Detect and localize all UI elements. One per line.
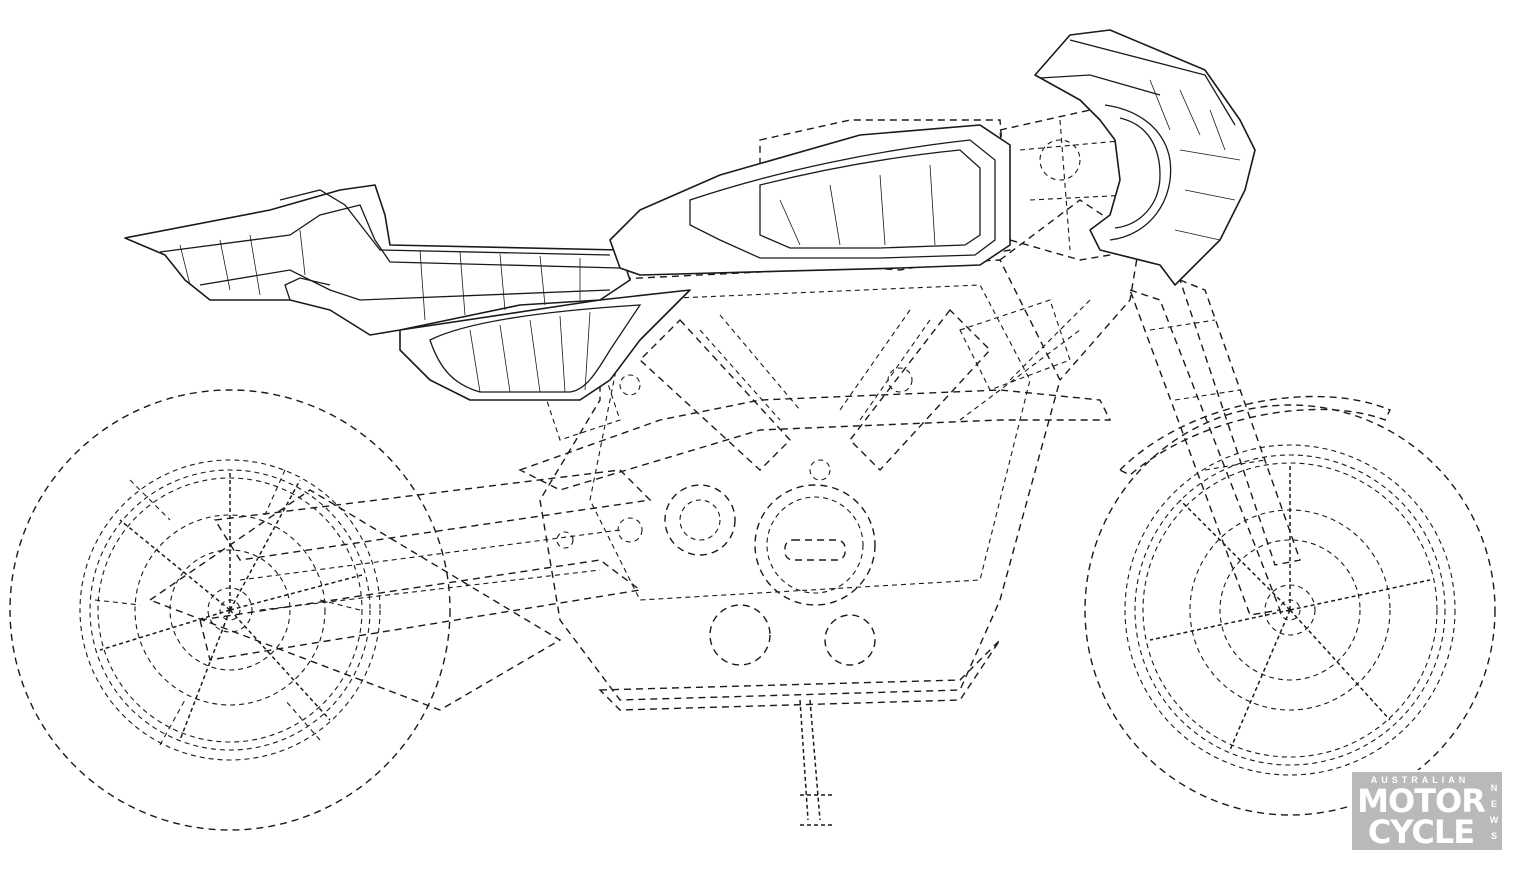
side-panel	[399, 289, 691, 401]
logo-line-top: AUSTRALIAN	[1370, 775, 1470, 785]
logo-line-cycle: CYCLE	[1367, 813, 1475, 851]
headlight-fairing	[1034, 29, 1256, 286]
engine	[518, 199, 1141, 826]
front-wheel	[1084, 395, 1496, 816]
tail-section	[124, 184, 631, 336]
logo-line-motor: MOTOR	[1357, 782, 1486, 820]
publication-logo: AUSTRALIAN MOTOR CYCLE NEWS	[1350, 770, 1504, 852]
logo-line-side: NEWS	[1489, 783, 1499, 841]
fuel-tank	[609, 124, 1011, 276]
rear-wheel	[9, 389, 451, 831]
front-fork	[1128, 278, 1301, 616]
swingarm-exhaust	[148, 469, 652, 711]
